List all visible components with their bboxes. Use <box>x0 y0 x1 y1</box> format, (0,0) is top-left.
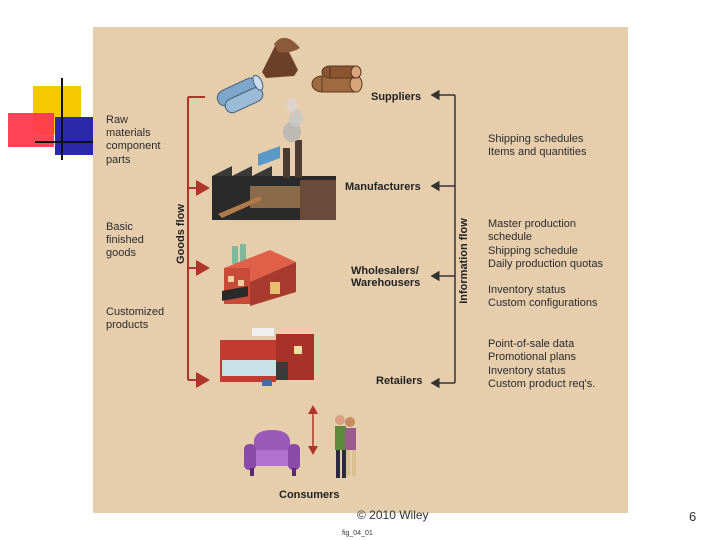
info-line: Shipping schedules <box>488 133 584 145</box>
info-group-retailers: Point-of-sale data Promotional plans Inv… <box>488 338 595 392</box>
diagram-panel <box>93 27 628 513</box>
info-line: Custom product req's. <box>488 378 596 391</box>
corner-decoration <box>8 78 102 160</box>
consumer-arrow <box>308 405 318 455</box>
information-flow-bracket <box>430 89 456 389</box>
info-line: Inventory status <box>488 364 566 377</box>
info-line: Master production <box>488 218 577 230</box>
info-group-suppliers: Shipping schedules Items and quantities <box>488 133 586 160</box>
info-line: Inventory status <box>488 284 566 296</box>
basic-goods-label: Basic finished goods <box>106 221 144 260</box>
factory-illustration <box>212 98 336 220</box>
warehouse-illustration <box>224 146 296 306</box>
goods-flow-bracket <box>187 96 210 388</box>
info-line: Daily production quotas <box>488 258 603 271</box>
consumers-label: Consumers <box>279 489 340 501</box>
retailers-label: Retailers <box>376 375 423 387</box>
info-line: Point-of-sale data <box>488 338 575 350</box>
information-flow-label: Information flow <box>458 218 470 304</box>
info-line: Promotional plans <box>488 351 577 364</box>
info-group-manufacturers: Master production schedule Shipping sche… <box>488 218 603 272</box>
raw-materials-label: Raw materials component parts <box>106 114 161 166</box>
consumers-illustration <box>335 415 356 478</box>
info-line: Custom configurations <box>488 297 598 310</box>
info-group-wholesalers: Inventory status Custom configurations <box>488 284 597 311</box>
raw-materials-illustration <box>216 37 363 114</box>
info-line: Items and quantities <box>488 146 587 159</box>
suppliers-label: Suppliers <box>371 91 422 103</box>
figure-id: fig_04_01 <box>342 530 373 537</box>
page-number: 6 <box>689 509 697 524</box>
armchair-illustration <box>244 430 300 476</box>
customized-products-label: Customized products <box>106 306 165 332</box>
info-line: Shipping schedule <box>488 244 578 257</box>
copyright-footer: © 2010 Wiley <box>357 508 429 522</box>
wholesalers-label: Wholesalers/ Warehousers <box>351 265 421 289</box>
manufacturers-label: Manufacturers <box>345 181 421 193</box>
retail-store-illustration <box>220 286 314 386</box>
goods-flow-label: Goods flow <box>175 204 187 264</box>
info-line: schedule <box>488 231 533 244</box>
